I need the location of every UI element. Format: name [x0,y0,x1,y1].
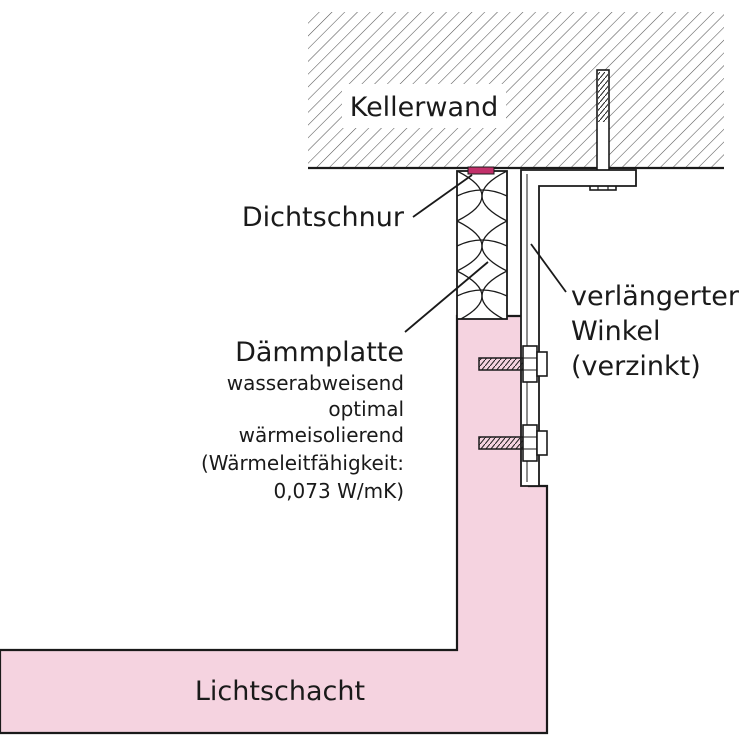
label-daemmplatte: Dämmplatte [235,337,404,368]
screw-upper [478,345,548,383]
dichtschnur [467,166,495,175]
daemmplatte-detail: wärmeisolierend [239,423,404,447]
daemmplatte-detail: wasserabweisend [227,371,404,395]
daemmplatte-detail: (Wärmeleitfähigkeit: [201,451,404,475]
daemmplatte [456,170,508,320]
daemmplatte-detail: 0,073 W/mK) [273,479,404,503]
leader-dichtschnur [412,174,473,218]
label-dichtschnur: Dichtschnur [242,202,405,233]
daemmplatte-detail: optimal [328,397,404,421]
label-kellerwand: Kellerwand [350,92,499,123]
label-lichtschacht: Lichtschacht [195,676,365,707]
kellerwand [308,12,724,170]
screw-lower [478,424,548,462]
leader-daemmplatte [404,261,489,333]
daemmplatte-details: wasserabweisend optimal wärmeisolierend … [201,371,404,503]
leader-winkel [530,243,567,293]
winkel-label: verlängerter Winkel (verzinkt) [571,281,740,382]
winkel-label-line: verlängerter [571,281,740,312]
winkel-label-line: (verzinkt) [571,351,701,382]
winkel-label-line: Winkel [571,316,661,347]
